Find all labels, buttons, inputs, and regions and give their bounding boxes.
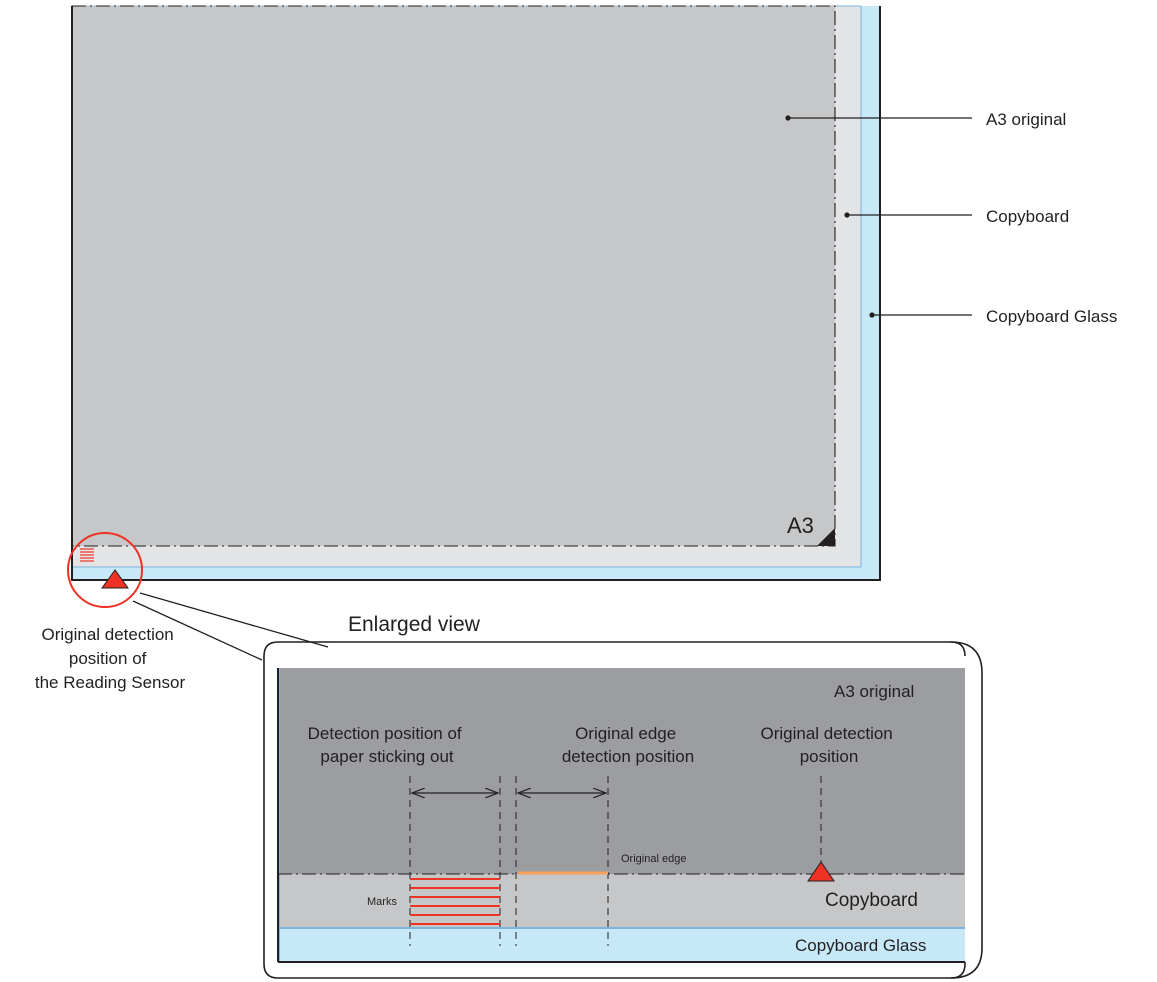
small-marks bbox=[80, 548, 94, 562]
label-original-detection: Original detection position bbox=[760, 724, 897, 766]
enlarged-original bbox=[278, 668, 965, 874]
a3-mark: A3 bbox=[787, 513, 814, 538]
sensor-label-line: Original detection bbox=[41, 625, 173, 644]
label-original-edge: Original edge bbox=[621, 853, 686, 865]
callout-a3-original: A3 original bbox=[986, 110, 1066, 129]
label-detection-sticking-out: Detection position of paper sticking out bbox=[308, 724, 467, 766]
sensor-label: Original detection position of the Readi… bbox=[35, 625, 186, 692]
enlarged-view-title: Enlarged view bbox=[348, 613, 481, 636]
corner-mark-icon bbox=[817, 528, 835, 546]
label-line: Original detection bbox=[760, 724, 892, 743]
enlarged-glass bbox=[278, 928, 965, 962]
sensor-label-line: the Reading Sensor bbox=[35, 673, 186, 692]
zoom-line bbox=[132, 600, 263, 661]
enlarged-view: Enlarged view A3 original Detection posi… bbox=[132, 592, 983, 979]
label-line: Detection position of bbox=[308, 724, 462, 743]
label-line: Original edge bbox=[575, 724, 676, 743]
magnifier-circle bbox=[67, 532, 143, 608]
label-line: detection position bbox=[562, 747, 694, 766]
top-view: A3 A3 original Copyboard Copyboard Glass… bbox=[35, 5, 1117, 692]
enlarged-copyboard bbox=[278, 874, 965, 928]
sensor-triangle-icon bbox=[101, 569, 129, 589]
enlarged-sensor-triangle-icon bbox=[807, 861, 835, 882]
zoom-line bbox=[139, 592, 329, 648]
frame-right bbox=[950, 641, 983, 979]
enlarged-a3-original: A3 original bbox=[834, 682, 914, 701]
label-line: paper sticking out bbox=[320, 747, 454, 766]
sensor-label-line: position of bbox=[69, 649, 147, 668]
callout-copyboard-glass: Copyboard Glass bbox=[986, 307, 1117, 326]
label-marks: Marks bbox=[367, 896, 397, 908]
glass-border bbox=[71, 6, 881, 581]
label-edge-detection: Original edge detection position bbox=[562, 724, 694, 766]
enlarged-copyboard-glass: Copyboard Glass bbox=[795, 936, 926, 955]
guide-lines bbox=[409, 776, 822, 946]
a3-original bbox=[72, 6, 835, 546]
marks bbox=[410, 878, 500, 925]
enlarged-copyboard: Copyboard bbox=[825, 890, 918, 911]
callout-copyboard: Copyboard bbox=[986, 207, 1069, 226]
label-line: position bbox=[800, 747, 859, 766]
